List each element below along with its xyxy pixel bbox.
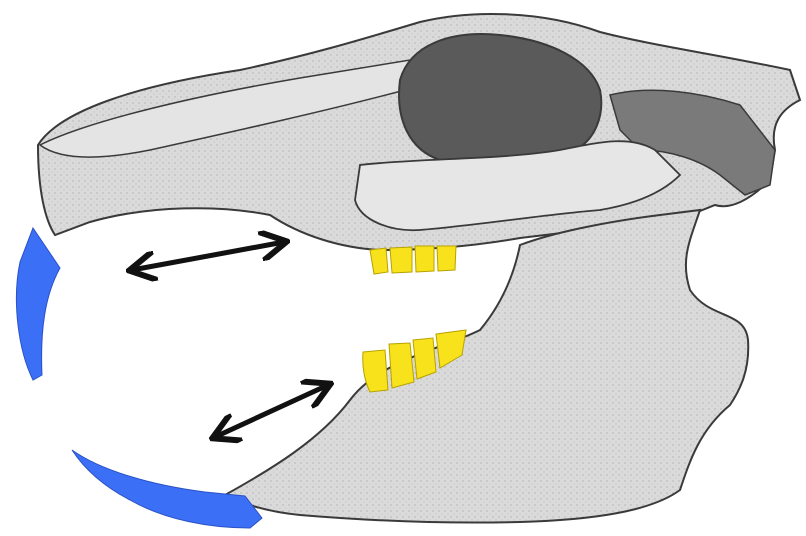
upper-diastema-arrow (132, 242, 284, 270)
upper-molar-1 (370, 248, 388, 274)
upper-molar-2 (390, 247, 412, 273)
upper-molar-4 (437, 246, 456, 271)
lower-molar-2 (389, 343, 414, 388)
lower-diastema-arrow (215, 385, 328, 437)
lower-incisor (72, 450, 262, 528)
mandible (225, 210, 748, 523)
upper-incisor (16, 228, 60, 380)
lower-molar-3 (413, 338, 436, 379)
upper-molar-3 (415, 246, 434, 272)
